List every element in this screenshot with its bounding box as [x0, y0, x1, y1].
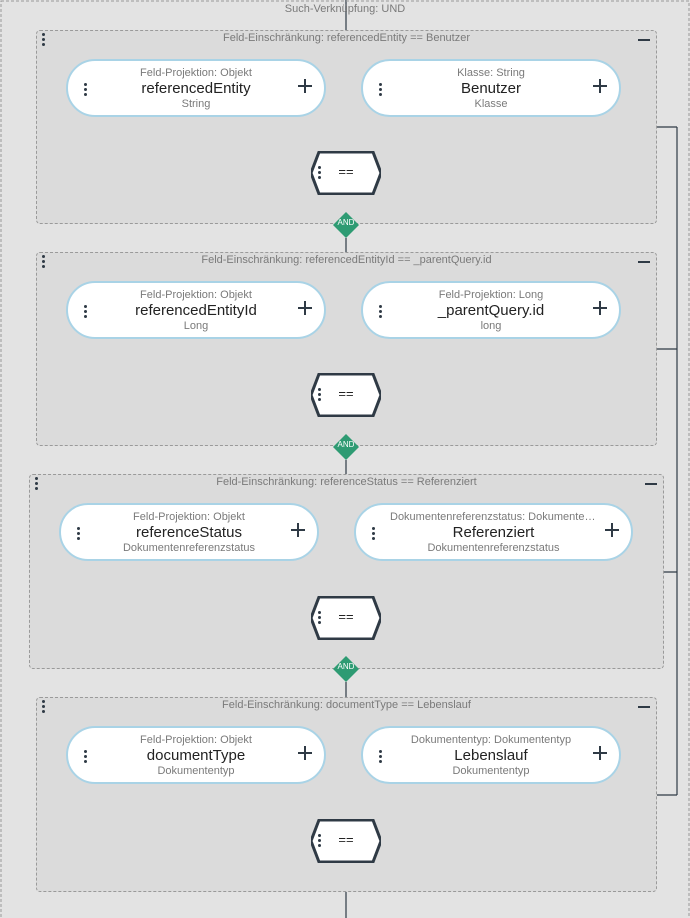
collapse-icon[interactable]: [638, 261, 650, 263]
right-operand-node[interactable]: Dokumentenreferenzstatus: Dokumentenref.…: [354, 503, 633, 561]
and-connector[interactable]: AND: [333, 656, 359, 682]
add-icon[interactable]: [603, 521, 621, 539]
drag-handle-icon[interactable]: [379, 750, 383, 764]
node-main-label: referencedEntityId: [135, 302, 257, 319]
and-connector[interactable]: AND: [333, 434, 359, 460]
node-sub-label: Feld-Projektion: Objekt: [133, 511, 245, 523]
drag-handle-icon[interactable]: [35, 477, 39, 491]
drag-handle-icon[interactable]: [84, 83, 88, 97]
node-main-label: documentType: [146, 747, 246, 764]
drag-handle-icon[interactable]: [42, 33, 46, 47]
add-icon[interactable]: [289, 521, 307, 539]
node-main-label: _parentQuery.id: [437, 302, 545, 319]
node-sub-label: Feld-Projektion: Long: [438, 289, 544, 301]
and-label: AND: [337, 662, 355, 671]
and-label: AND: [337, 218, 355, 227]
group-title: Feld-Einschränkung: referenceStatus == R…: [216, 476, 477, 488]
add-icon[interactable]: [296, 744, 314, 762]
group-title: Feld-Einschränkung: referencedEntityId =…: [201, 254, 492, 266]
node-main-label: referencedEntity: [141, 80, 251, 97]
drag-handle-icon[interactable]: [84, 750, 88, 764]
drag-handle-icon[interactable]: [379, 305, 383, 319]
add-icon[interactable]: [296, 299, 314, 317]
operator-label: ==: [338, 164, 354, 179]
node-type-label: String: [181, 98, 211, 110]
node-sub-label: Dokumentenreferenzstatus: Dokumentenref.…: [390, 511, 613, 523]
group-title: Feld-Einschränkung: documentType == Lebe…: [222, 699, 471, 711]
drag-handle-icon[interactable]: [372, 527, 376, 541]
collapse-icon[interactable]: [638, 706, 650, 708]
node-sub-label: Dokumententyp: Dokumententyp: [410, 734, 572, 746]
equals-operator-node[interactable]: ==: [311, 151, 381, 195]
collapse-icon[interactable]: [638, 39, 650, 41]
node-sub-label: Feld-Projektion: Objekt: [140, 289, 252, 301]
drag-handle-icon[interactable]: [42, 700, 46, 714]
add-icon[interactable]: [296, 77, 314, 95]
collapse-icon[interactable]: [645, 483, 657, 485]
node-type-label: Dokumentenreferenzstatus: [122, 542, 256, 554]
node-type-label: Klasse: [474, 98, 508, 110]
group-title: Feld-Einschränkung: referencedEntity == …: [222, 32, 471, 44]
and-connector[interactable]: AND: [333, 212, 359, 238]
node-type-label: Dokumententyp: [452, 765, 530, 777]
equals-operator-node[interactable]: ==: [311, 819, 381, 863]
equals-operator-node[interactable]: ==: [311, 596, 381, 640]
and-label: AND: [337, 440, 355, 449]
drag-handle-icon[interactable]: [318, 611, 322, 625]
drag-handle-icon[interactable]: [379, 83, 383, 97]
node-main-label: referenceStatus: [136, 524, 242, 541]
add-icon[interactable]: [591, 744, 609, 762]
equals-operator-node[interactable]: ==: [311, 373, 381, 417]
node-type-label: long: [480, 320, 502, 332]
node-type-label: Dokumentenreferenzstatus: [427, 542, 560, 554]
node-main-label: Benutzer: [460, 80, 522, 97]
drag-handle-icon[interactable]: [318, 166, 322, 180]
drag-handle-icon[interactable]: [42, 255, 46, 269]
node-main-label: Lebenslauf: [454, 747, 528, 764]
operator-label: ==: [338, 832, 354, 847]
node-sub-label: Feld-Projektion: Objekt: [140, 67, 252, 79]
operator-label: ==: [338, 609, 354, 624]
drag-handle-icon[interactable]: [318, 388, 322, 402]
add-icon[interactable]: [591, 77, 609, 95]
node-main-label: Referenziert: [452, 524, 535, 541]
outer-group-title: Such-Verknüpfung: UND: [284, 3, 406, 15]
operator-label: ==: [338, 386, 354, 401]
drag-handle-icon[interactable]: [77, 527, 81, 541]
add-icon[interactable]: [591, 299, 609, 317]
node-sub-label: Feld-Projektion: Objekt: [140, 734, 252, 746]
drag-handle-icon[interactable]: [318, 834, 322, 848]
drag-handle-icon[interactable]: [84, 305, 88, 319]
node-type-label: Dokumententyp: [157, 765, 235, 777]
node-sub-label: Klasse: String: [457, 67, 525, 79]
node-type-label: Long: [183, 320, 209, 332]
